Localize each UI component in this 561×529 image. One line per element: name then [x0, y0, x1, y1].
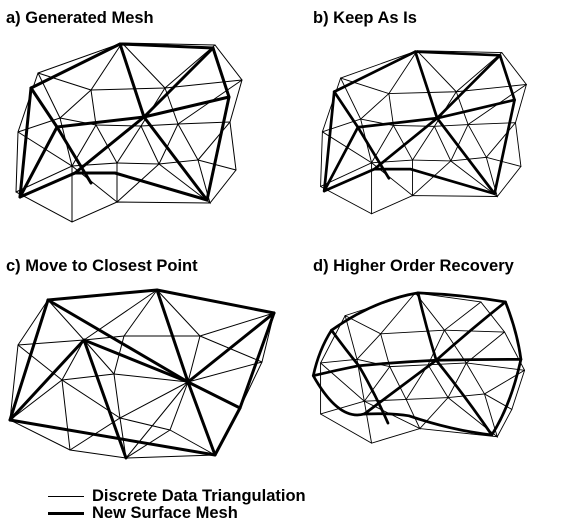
new-surface-mesh	[8, 288, 276, 460]
legend-item-new-mesh: New Surface Mesh	[48, 505, 238, 521]
thick-line-swatch	[48, 511, 84, 515]
panel-d-mesh	[311, 291, 526, 444]
new-surface-mesh	[18, 42, 231, 202]
panel-a-title: a) Generated Mesh	[6, 9, 154, 27]
panel-a-mesh	[15, 42, 243, 223]
legend-label-discrete: Discrete Data Triangulation	[92, 486, 306, 505]
panel-b-mesh	[320, 50, 527, 215]
discrete-triangulation	[9, 289, 275, 459]
panel-c-title: c) Move to Closest Point	[6, 257, 198, 275]
thin-line-swatch	[48, 495, 84, 497]
discrete-triangulation	[320, 50, 527, 215]
panel-b-title: b) Keep As Is	[313, 9, 417, 27]
new-surface-mesh	[322, 50, 516, 196]
legend-label-new-mesh: New Surface Mesh	[92, 503, 238, 522]
legend-item-discrete: Discrete Data Triangulation	[48, 488, 306, 504]
new-surface-mesh	[311, 291, 523, 437]
panel-d-title: d) Higher Order Recovery	[313, 257, 514, 275]
panel-c-mesh	[8, 288, 276, 460]
